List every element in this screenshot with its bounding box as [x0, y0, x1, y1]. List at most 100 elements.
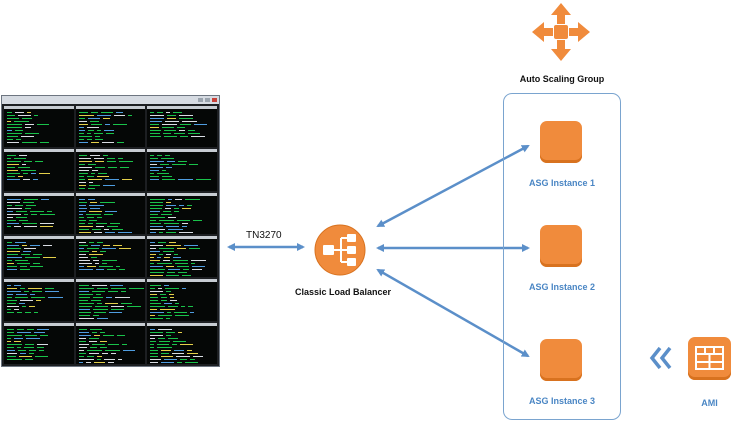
terminal-text-line [166, 201, 172, 203]
terminal-text-line [7, 309, 11, 311]
terminal-text-line [101, 262, 107, 264]
terminal-text-line [99, 250, 106, 252]
terminal-text-line [95, 268, 104, 270]
terminal-text-line [7, 340, 11, 342]
terminal-text-line [7, 285, 11, 287]
terminal-text-line [102, 244, 110, 246]
terminal-text-line [166, 231, 177, 233]
terminal-text-line [78, 265, 84, 267]
terminal-text-line [33, 253, 42, 255]
terminal-text-line [112, 244, 122, 246]
terminal-text-line [25, 133, 39, 134]
terminal-text-line [90, 244, 100, 246]
terminal-text-line [187, 349, 193, 351]
terminal-text-line [172, 352, 185, 354]
terminal-text-line [157, 155, 163, 157]
terminal-text-line [104, 303, 118, 305]
terminal-text-line [96, 288, 108, 290]
terminal-text-line [36, 300, 41, 302]
terminal-text-line [112, 124, 127, 125]
terminal-text-line [91, 285, 107, 287]
terminal-text-line [21, 136, 34, 137]
terminal-text-line [14, 158, 26, 160]
terminal-text-line [78, 244, 88, 246]
terminal-text-line [167, 115, 177, 116]
terminal-text-line [109, 222, 120, 224]
terminal-text-line [106, 268, 116, 270]
terminal-text-line [162, 124, 178, 125]
terminal-text-line [161, 300, 168, 302]
terminal-text-line [78, 256, 88, 258]
terminal-text-line [150, 118, 165, 119]
terminal-text-line [94, 139, 103, 140]
terminal-text-line [182, 288, 187, 290]
terminal-text-line [7, 179, 20, 181]
terminal-text-line [150, 115, 165, 116]
terminal-text-line [99, 201, 115, 203]
terminal-text-line [173, 256, 182, 258]
terminal-session-pane [75, 192, 146, 234]
terminal-text-line [150, 297, 159, 299]
terminal-session-pane [4, 279, 74, 321]
terminal-text-line [78, 155, 87, 157]
terminal-text-line [96, 115, 111, 116]
terminal-text-line [94, 167, 105, 169]
asg-instance-3-label: ASG Instance 3 [528, 396, 596, 406]
terminal-session-pane [147, 149, 217, 191]
terminal-text-line [85, 361, 91, 363]
terminal-text-line [33, 262, 40, 264]
terminal-text-line [157, 262, 173, 264]
asg-title: Auto Scaling Group [519, 74, 605, 84]
terminal-text-line [182, 225, 188, 227]
terminal-text-line [7, 294, 13, 296]
terminal-text-line [14, 309, 19, 311]
terminal-text-line [159, 253, 164, 255]
terminal-text-line [90, 300, 101, 302]
terminal-text-line [106, 225, 118, 227]
terminal-text-line [86, 127, 99, 128]
terminal-text-line [39, 173, 50, 175]
terminal-text-line [7, 268, 17, 270]
terminal-text-line [78, 262, 92, 264]
terminal-text-line [159, 231, 164, 233]
terminal-text-line [7, 198, 21, 200]
terminal-text-line [7, 127, 22, 128]
terminal-text-line [169, 241, 177, 243]
terminal-text-line [30, 294, 35, 296]
terminal-text-line [104, 124, 110, 125]
asg-instance-2-label: ASG Instance 2 [528, 282, 596, 292]
terminal-text-line [150, 179, 160, 181]
terminal-text-line [183, 268, 190, 270]
terminal-text-line [93, 133, 103, 134]
terminal-text-line [102, 155, 108, 157]
terminal-text-line [103, 213, 113, 215]
terminal-text-line [7, 210, 13, 212]
terminal-text-line [150, 250, 161, 252]
terminal-text-line [158, 241, 167, 243]
terminal-text-line [166, 112, 171, 113]
terminal-session-pane [75, 106, 146, 148]
terminal-text-line [47, 210, 52, 212]
terminal-text-line [22, 118, 32, 119]
terminal-text-line [78, 303, 94, 305]
terminal-text-line [193, 219, 203, 221]
terminal-text-line [96, 241, 103, 243]
double-chevron-left-icon [649, 346, 672, 370]
terminal-text-line [96, 358, 101, 360]
terminal-text-line [178, 331, 183, 333]
terminal-text-line [165, 288, 180, 290]
terminal-text-line [105, 133, 114, 134]
terminal-text-line [106, 161, 116, 163]
terminal-text-line [168, 337, 179, 339]
terminal-text-line [150, 231, 157, 233]
terminal-text-line [30, 265, 43, 267]
terminal-text-line [150, 219, 157, 221]
terminal-text-line [86, 133, 91, 134]
terminal-session-pane [147, 322, 217, 364]
terminal-text-line [87, 198, 95, 200]
terminal-text-line [88, 210, 102, 212]
terminal-text-line [150, 164, 158, 166]
terminal-text-line [7, 349, 15, 351]
terminal-text-line [95, 294, 101, 296]
terminal-text-line [150, 285, 162, 287]
